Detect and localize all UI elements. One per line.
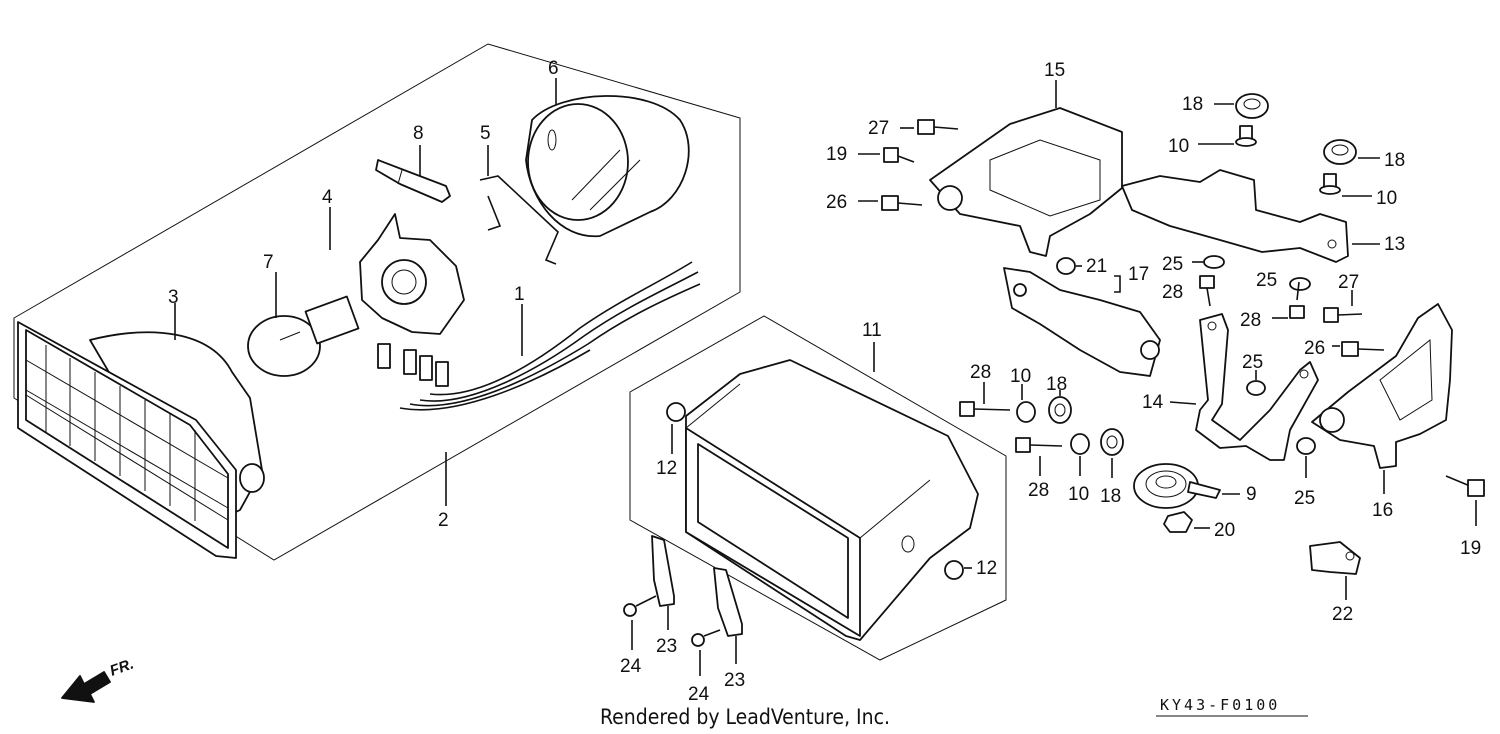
- grommet-18a: [1235, 93, 1269, 119]
- callout-24a: 24: [620, 656, 642, 677]
- washer-25c: [1246, 380, 1266, 396]
- callout-15: 15: [1044, 60, 1065, 81]
- callout-18c: 18: [1046, 374, 1067, 395]
- callout-25a: 25: [1162, 254, 1183, 275]
- callout-24b: 24: [688, 684, 710, 705]
- nut-21: [1056, 257, 1076, 275]
- callout-1: 1: [514, 284, 525, 305]
- grommet-18d: [1100, 428, 1124, 456]
- bulb-socket: [359, 213, 465, 335]
- callout-4: 4: [322, 187, 333, 208]
- collar-10c: [1016, 401, 1036, 423]
- callout-28c: 28: [970, 362, 991, 383]
- callout-9: 9: [1246, 484, 1257, 505]
- screw-24b: [691, 629, 721, 647]
- callout-10d: 10: [1068, 484, 1089, 505]
- stay-23b: [713, 567, 743, 637]
- bolt-26a: [881, 195, 923, 211]
- grommet-12b: [944, 560, 964, 580]
- callout-28a: 28: [1162, 282, 1183, 303]
- grommet-12a: [666, 402, 686, 422]
- callout-18a: 18: [1182, 94, 1203, 115]
- callout-14: 14: [1142, 392, 1164, 413]
- bolt-26b: [1341, 341, 1385, 357]
- wire-harness: [377, 261, 701, 411]
- front-arrow: FR.: [61, 656, 137, 703]
- washer-25b: [1289, 277, 1311, 291]
- spring-clip: [479, 175, 559, 265]
- headlight-group-frame: [13, 43, 741, 561]
- headlight-unit: [17, 321, 265, 559]
- callout-19a: 19: [826, 144, 847, 165]
- clamp-22: [1309, 541, 1361, 575]
- bolt-28d: [1015, 437, 1063, 453]
- callout-22: 22: [1332, 604, 1353, 625]
- callout-11: 11: [862, 320, 882, 341]
- callout-25b: 25: [1256, 270, 1277, 291]
- position-bulb: [375, 159, 451, 203]
- callout-16: 16: [1372, 500, 1393, 521]
- callout-13: 13: [1384, 234, 1405, 255]
- bolt-27a: [917, 119, 959, 135]
- bracket-16: [1311, 303, 1453, 469]
- headlight-case: [685, 359, 979, 641]
- callout-26a: 26: [826, 192, 847, 213]
- callout-3: 3: [168, 287, 179, 308]
- horn: [1133, 463, 1221, 509]
- bolt-28b: [1289, 281, 1305, 319]
- band-17: [1003, 267, 1161, 377]
- callout-23a: 23: [656, 636, 677, 657]
- callout-18b: 18: [1384, 150, 1405, 171]
- bracket-15: [929, 107, 1123, 257]
- bolt-28a: [1199, 275, 1215, 307]
- callout-28b: 28: [1240, 310, 1261, 331]
- bolt-28c: [959, 401, 1011, 417]
- callout-18d: 18: [1100, 486, 1121, 507]
- bolt-27b: [1323, 307, 1363, 323]
- bolt-19a: [883, 147, 915, 163]
- grommet-18c: [1048, 396, 1072, 424]
- washer-25d: [1296, 437, 1316, 455]
- bulb: [247, 295, 360, 377]
- callout-6: 6: [548, 58, 559, 79]
- nut-20: [1163, 511, 1193, 533]
- credit-text: Rendered by LeadVenture, Inc.: [600, 705, 890, 729]
- diagram-code: KY43-F0100: [1160, 696, 1280, 714]
- bolt-19b: [1445, 475, 1485, 497]
- collar-10a: [1235, 125, 1257, 147]
- callout-21: 21: [1086, 256, 1107, 277]
- callout-10b: 10: [1376, 188, 1397, 209]
- callout-10c: 10: [1010, 366, 1031, 387]
- callout-17: 17: [1128, 264, 1149, 285]
- washer-25a: [1203, 255, 1225, 269]
- callout-28d: 28: [1028, 480, 1049, 501]
- svg-text:FR.: FR.: [108, 656, 137, 680]
- callout-27a: 27: [868, 118, 889, 139]
- callout-19b: 19: [1460, 538, 1481, 559]
- stay-23a: [651, 535, 675, 607]
- callout-5: 5: [480, 123, 491, 144]
- callout-12b: 12: [976, 558, 997, 579]
- callout-25d: 25: [1294, 488, 1315, 509]
- callout-23b: 23: [724, 670, 745, 691]
- callout-27b: 27: [1338, 272, 1359, 293]
- grommet-18b: [1323, 139, 1357, 165]
- bracket-14: [1195, 313, 1319, 461]
- callout-25c: 25: [1242, 352, 1263, 373]
- collar-10b: [1319, 173, 1341, 195]
- screw-24a: [623, 595, 657, 617]
- callout-2: 2: [438, 510, 449, 531]
- collar-10d: [1070, 433, 1090, 455]
- callout-20: 20: [1214, 520, 1235, 541]
- socket-cover: [525, 95, 690, 238]
- callout-12a: 12: [656, 458, 677, 479]
- case-group-frame: [629, 315, 1007, 661]
- callout-10a: 10: [1168, 136, 1189, 157]
- bracket-13: [1121, 169, 1349, 263]
- callout-8: 8: [413, 123, 424, 144]
- callout-26b: 26: [1304, 338, 1325, 359]
- callout-7: 7: [263, 252, 274, 273]
